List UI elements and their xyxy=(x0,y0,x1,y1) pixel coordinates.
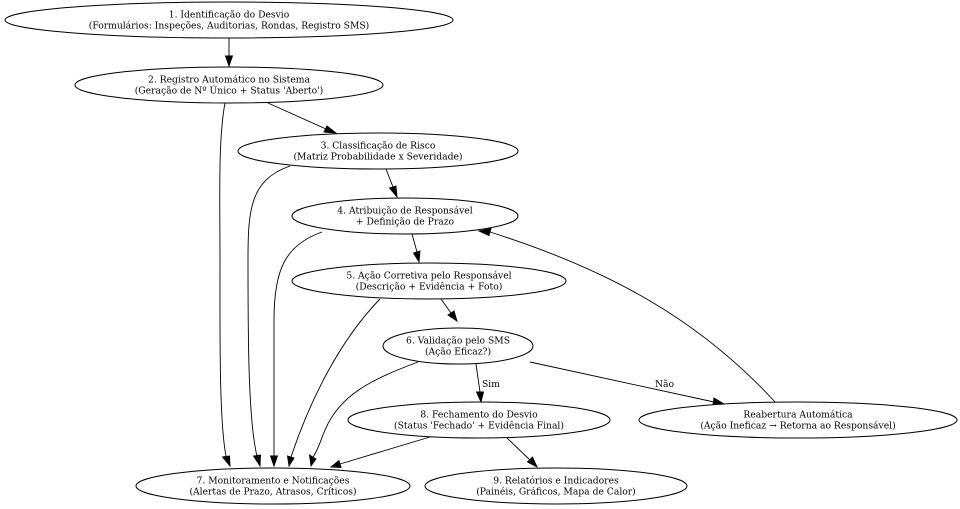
node-n9: 9. Relatórios e Indicadores(Painéis, Grá… xyxy=(424,467,688,505)
node-shape xyxy=(4,1,454,39)
edge-line xyxy=(312,361,419,458)
node-shape xyxy=(291,197,519,235)
node-title: 5. Ação Corretiva pelo Responsável xyxy=(346,271,511,282)
edge-n6-nR: Não xyxy=(529,361,726,406)
edge-line xyxy=(219,102,227,457)
node-shape xyxy=(135,467,411,505)
edge-n1-n2 xyxy=(224,38,234,68)
edge-n6-n8: Sim xyxy=(475,363,500,404)
edge-line xyxy=(489,231,777,404)
node-n6: 6. Validação pelo SMS(Ação Eficaz?) xyxy=(382,327,534,365)
node-title: 6. Validação pelo SMS xyxy=(406,336,510,347)
edge-line xyxy=(385,168,394,188)
arrowhead-icon xyxy=(323,125,338,134)
arrowhead-icon xyxy=(221,455,231,468)
arrowhead-icon xyxy=(308,454,317,468)
node-shape xyxy=(382,327,534,365)
node-n8: 8. Fechamento do Desvio(Status 'Fechado'… xyxy=(347,401,611,439)
edge-line xyxy=(529,361,715,403)
node-title: 8. Fechamento do Desvio xyxy=(420,410,538,421)
node-shape xyxy=(347,401,611,439)
node-subtitle: (Ação Eficaz?) xyxy=(425,347,491,358)
edge-n5-n7 xyxy=(286,298,381,468)
node-subtitle: (Geração de Nº Único + Status 'Aberto') xyxy=(135,85,324,97)
node-title: 2. Registro Automático no Sistema xyxy=(148,75,310,86)
edge-line xyxy=(440,298,452,314)
node-title: 4. Atribuição de Responsável xyxy=(337,206,472,217)
arrowhead-icon xyxy=(477,227,492,237)
edge-line xyxy=(506,437,531,461)
node-subtitle: (Ação Ineficaz → Retorna ao Responsável) xyxy=(700,421,895,432)
edge-n8-n9 xyxy=(506,437,538,469)
node-subtitle: (Painéis, Gráficos, Mapa de Calor) xyxy=(476,487,636,498)
arrowhead-icon xyxy=(329,459,342,468)
arrowhead-icon xyxy=(269,455,279,468)
node-shape xyxy=(638,401,958,439)
node-shape xyxy=(237,132,519,170)
arrowhead-icon xyxy=(286,455,295,468)
node-shape xyxy=(74,66,384,104)
edge-line xyxy=(273,231,323,456)
edge-line xyxy=(247,165,291,457)
node-shape xyxy=(291,262,567,300)
node-title: Reabertura Automática xyxy=(743,410,853,421)
edge-n4-n7 xyxy=(269,231,323,468)
edge-n6-n7 xyxy=(308,361,419,468)
node-title: 9. Relatórios e Indicadores xyxy=(493,476,619,487)
edge-n2-n7 xyxy=(219,102,231,468)
edge-n4-n5 xyxy=(411,233,421,264)
edge-line xyxy=(411,233,418,253)
node-n3: 3. Classificação de Risco(Matriz Probabi… xyxy=(237,132,519,170)
arrowhead-icon xyxy=(526,456,538,469)
node-nR: Reabertura Automática(Ação Ineficaz → Re… xyxy=(638,401,958,439)
node-subtitle: + Definição de Prazo xyxy=(356,217,455,228)
arrowhead-icon xyxy=(224,55,234,68)
node-n7: 7. Monitoramento e Notificações(Alertas … xyxy=(135,467,411,505)
node-n2: 2. Registro Automático no Sistema(Geraçã… xyxy=(74,66,384,104)
edge-line xyxy=(290,298,381,458)
edge-n3-n7 xyxy=(247,165,291,468)
node-n5: 5. Ação Corretiva pelo Responsável(Descr… xyxy=(291,262,567,300)
edge-label: Sim xyxy=(482,379,500,390)
edge-line xyxy=(339,436,431,465)
edge-line xyxy=(267,102,327,130)
node-title: 1. Identificação do Desvio xyxy=(169,10,290,21)
edge-nR-n4 xyxy=(477,227,777,404)
node-subtitle: (Matriz Probabilidade x Severidade) xyxy=(293,152,462,163)
edge-n8-n7 xyxy=(329,436,431,468)
arrowhead-icon xyxy=(252,454,261,468)
node-title: 3. Classificação de Risco xyxy=(321,141,436,152)
node-n1: 1. Identificação do Desvio(Formulários: … xyxy=(4,1,454,39)
arrowhead-icon xyxy=(447,310,458,323)
edge-n3-n4 xyxy=(385,168,398,199)
node-subtitle: (Formulários: Inspeções, Auditorias, Ron… xyxy=(89,21,370,32)
node-subtitle: (Alertas de Prazo, Atrasos, Críticos) xyxy=(189,487,356,498)
node-subtitle: (Status 'Fechado' + Evidência Final) xyxy=(394,421,564,432)
edge-n2-n3 xyxy=(267,102,338,134)
arrowhead-icon xyxy=(388,185,398,199)
edge-n5-n6 xyxy=(440,298,458,323)
arrowhead-icon xyxy=(475,391,485,404)
edge-label: Não xyxy=(655,379,675,390)
node-title: 7. Monitoramento e Notificações xyxy=(197,476,350,487)
edge-line xyxy=(475,363,481,393)
arrowhead-icon xyxy=(412,250,421,264)
node-shape xyxy=(424,467,688,505)
node-n4: 4. Atribuição de Responsável+ Definição … xyxy=(291,197,519,235)
node-subtitle: (Descrição + Evidência + Foto) xyxy=(356,282,503,293)
